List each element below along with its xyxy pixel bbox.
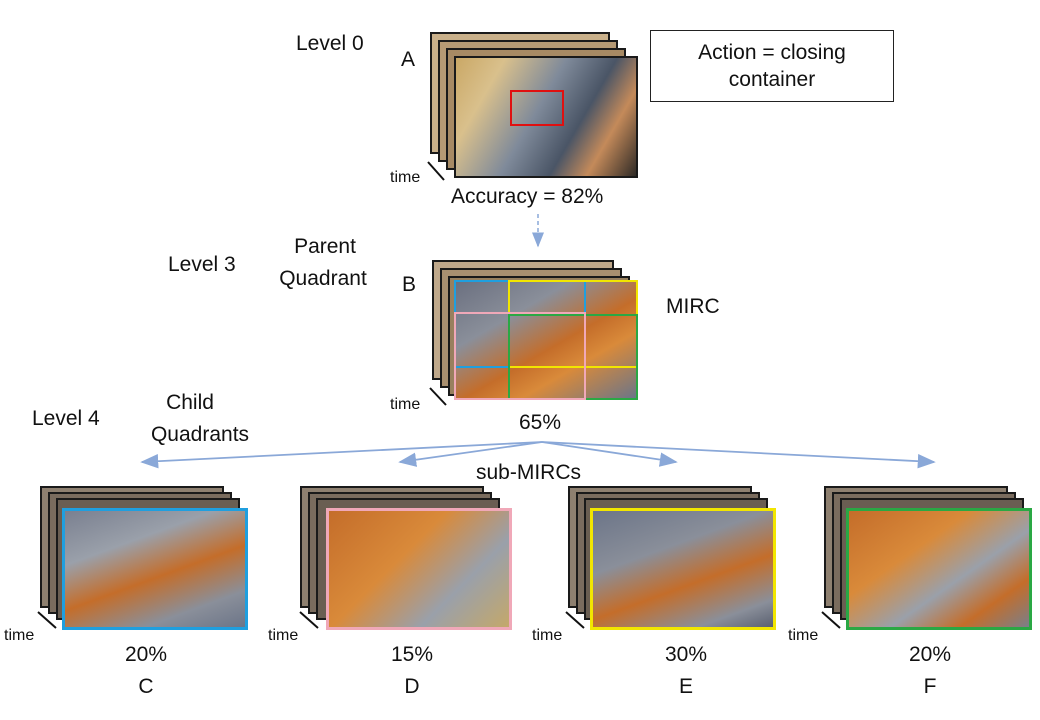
accuracy-e: 30% [664,643,708,666]
arrow-to-f [541,441,936,469]
accuracy-a: Accuracy = 82% [451,185,604,208]
accuracy-b: 65% [519,411,562,434]
focus-region-red [510,90,564,126]
time-label-f: time [788,627,819,644]
arrow-to-d [398,441,543,467]
arrow-to-e [541,441,678,467]
time-label-d: time [268,627,299,644]
action-line1: Action = closing [698,40,846,64]
action-box: Action = closing container [650,30,894,102]
parent-quadrant-line2: Quadrant [279,267,367,290]
sub-mircs-label: sub-MIRCs [476,461,582,484]
frame-c-letter: C [138,675,154,698]
accuracy-f: 20% [908,643,952,666]
accuracy-c: 20% [124,643,168,666]
time-label-c: time [4,627,35,644]
frame-stack-f [824,486,1039,636]
frame-e-letter: E [678,675,693,698]
frame-b-letter: B [402,273,417,296]
quadrant-d-outline [454,312,586,400]
level4-label: Level 4 [32,407,100,430]
frame-d-image [326,508,512,630]
frame-stack-a [430,30,640,180]
accuracy-d: 15% [390,643,434,666]
frame-stack-c [40,486,255,636]
child-quadrants-line1: Child [166,391,214,414]
frame-stack-e [568,486,783,636]
frame-d-letter: D [404,675,420,698]
action-line2: container [728,68,816,91]
child-quadrants-line2: Quadrants [150,423,250,446]
time-label-e: time [532,627,563,644]
time-label-b: time [390,396,421,413]
frame-stack-d [300,486,515,636]
frame-stack-b [432,260,642,405]
frame-e-image [590,508,776,630]
frame-f-image [846,508,1032,630]
frame-f-letter: F [923,675,937,698]
frame-a-letter: A [401,48,416,71]
arrow-to-c [140,441,543,469]
time-label-a: time [390,169,421,186]
parent-quadrant-line1: Parent [294,235,356,258]
mirc-label: MIRC [666,295,720,318]
frame-c-image [62,508,248,630]
frame-a-image [454,56,638,178]
level0-label: Level 0 [296,32,364,55]
level3-label: Level 3 [168,253,236,276]
